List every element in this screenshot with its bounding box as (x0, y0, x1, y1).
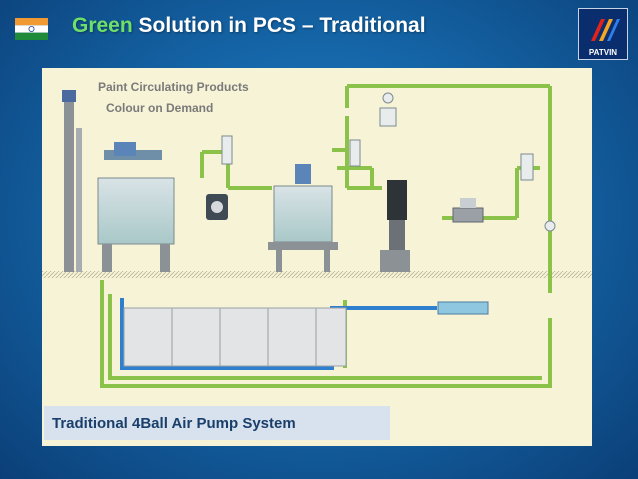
diagram-label-line2: Colour on Demand (106, 101, 214, 115)
patvin-logo-mark-icon (591, 19, 620, 41)
patvin-logo: PATVIN (578, 8, 628, 60)
logo-text: PATVIN (588, 48, 618, 57)
mixing-tank-1 (97, 142, 175, 272)
pcs-diagram (42, 84, 592, 388)
title-highlight: Green (72, 14, 133, 37)
filter-2 (349, 139, 361, 167)
crane-mast (62, 90, 82, 272)
diagram-label-line1: Paint Circulating Products (98, 80, 249, 94)
pressure-gauge-right (544, 220, 556, 232)
diaphragm-pump-1 (206, 194, 228, 220)
diagram-caption: Traditional 4Ball Air Pump System (52, 415, 296, 432)
heat-exchanger-tube (437, 301, 489, 315)
filter-3 (520, 153, 534, 181)
pressure-gauge-top (379, 92, 397, 127)
filter-1 (221, 135, 233, 165)
india-flag-icon (15, 18, 48, 40)
pcs-diagram-panel: Paint Circulating Products Colour on Dem… (42, 68, 592, 446)
slide-title: Green Solution in PCS – Traditional (72, 14, 426, 38)
green-pipe-top (200, 84, 552, 293)
title-rest: Solution in PCS – Traditional (132, 14, 426, 37)
mixing-tank-2 (268, 164, 338, 272)
floor-hatching (42, 271, 592, 278)
spray-booth (123, 307, 347, 367)
piston-pump (380, 180, 410, 272)
caption-box: Traditional 4Ball Air Pump System (44, 406, 390, 440)
pressure-regulator (452, 198, 484, 223)
